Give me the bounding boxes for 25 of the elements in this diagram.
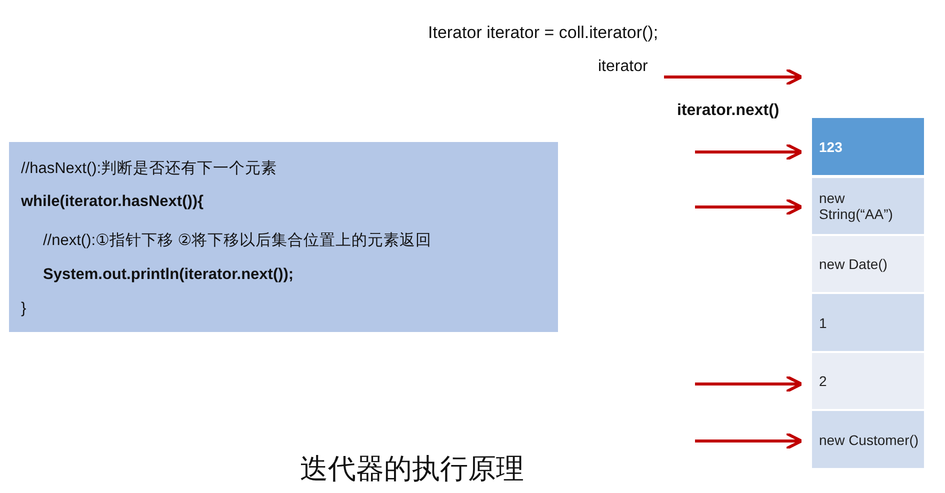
code-comment: //next():①指针下移 ②将下移以后集合位置上的元素返回 bbox=[43, 231, 432, 251]
method-label: iterator.next() bbox=[677, 102, 780, 120]
pointer-arrow bbox=[695, 375, 803, 393]
collection-cell bbox=[812, 411, 924, 468]
cell-text: 123 bbox=[819, 138, 844, 155]
code-comment: //hasNext():判断是否还有下一个元素 bbox=[21, 159, 278, 179]
cell-text: new String(“AA”) bbox=[819, 190, 894, 222]
pointer-arrow bbox=[695, 143, 803, 161]
code-line: while(iterator.hasNext()){ bbox=[21, 193, 204, 211]
cell-text: new Customer() bbox=[819, 431, 920, 448]
code-panel bbox=[9, 142, 558, 332]
pointer-label: iterator bbox=[598, 58, 648, 75]
cell-text: 2 bbox=[819, 372, 828, 390]
collection-cell bbox=[812, 118, 924, 175]
pointer-arrow bbox=[664, 68, 803, 86]
caption: 迭代器的执行原理 bbox=[300, 451, 524, 487]
code-line: System.out.println(iterator.next()); bbox=[43, 266, 294, 284]
pointer-arrow bbox=[695, 198, 803, 216]
pointer-arrow bbox=[695, 432, 803, 450]
code-comment: } bbox=[21, 300, 26, 318]
collection-cell bbox=[812, 178, 924, 234]
cell-text: 1 bbox=[819, 314, 828, 331]
cell-text: new Date() bbox=[819, 256, 888, 272]
collection-cell bbox=[812, 294, 924, 351]
code-statement: Iterator iterator = coll.iterator(); bbox=[428, 23, 658, 43]
